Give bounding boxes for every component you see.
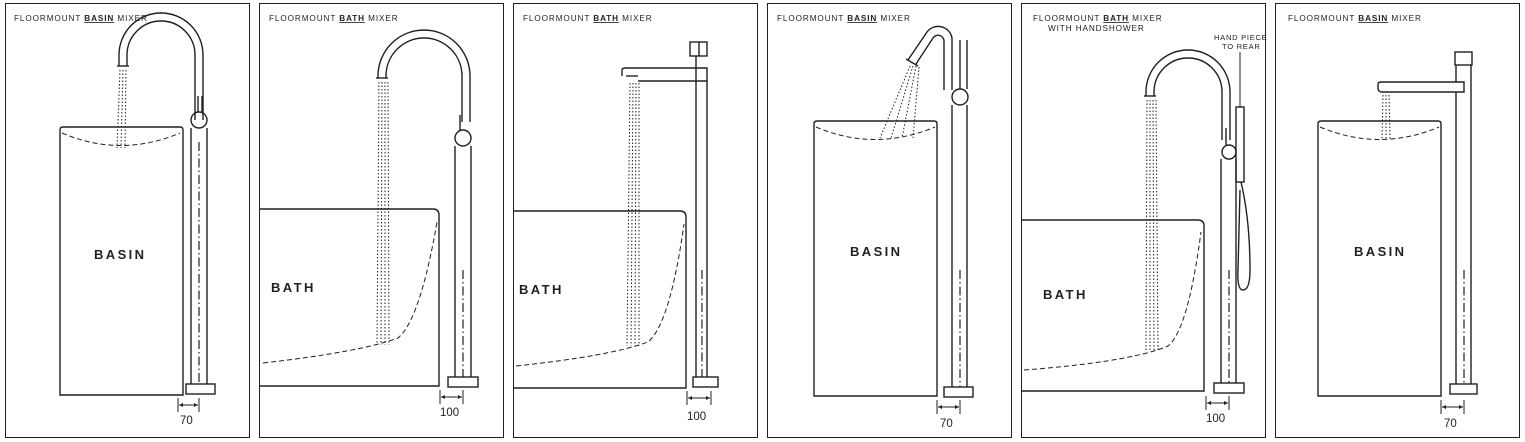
panel-5: FLOORMOUNT BATH MIXER WITH HANDSHOWER HA… bbox=[1021, 3, 1267, 438]
panel-3-bathtub: BATH bbox=[514, 210, 687, 389]
panel-6-water-stream bbox=[1381, 94, 1391, 141]
panel-4-title: FLOORMOUNT BASIN MIXER bbox=[777, 14, 911, 23]
panel-6-title: FLOORMOUNT BASIN MIXER bbox=[1288, 14, 1422, 23]
panel-1-dimension: 70 bbox=[177, 398, 200, 427]
panel-2-frame bbox=[259, 3, 504, 438]
panel-2-mixer bbox=[376, 29, 479, 388]
panel-3-fixture-label: BATH bbox=[519, 282, 564, 297]
panel-2: FLOORMOUNT BATH MIXER BATH bbox=[259, 3, 504, 438]
panel-5-annotation-line-1: HAND PIECE bbox=[1214, 33, 1267, 42]
panel-5-handshower bbox=[1235, 52, 1251, 291]
panel-5-dimension: 100 bbox=[1205, 396, 1230, 425]
panel-1-mixer bbox=[117, 12, 216, 395]
panel-6-basin: BASIN bbox=[1317, 120, 1442, 397]
panel-2-title: FLOORMOUNT BATH MIXER bbox=[269, 14, 399, 23]
panel-4: FLOORMOUNT BASIN MIXER BASIN bbox=[767, 3, 1012, 438]
panel-4-frame bbox=[767, 3, 1012, 438]
panel-3-mixer bbox=[621, 41, 719, 388]
panel-6-dimension: 70 bbox=[1440, 400, 1465, 430]
panel-4-dimension-value: 70 bbox=[940, 418, 953, 430]
panel-5-bathtub: BATH bbox=[1022, 219, 1205, 392]
panel-6-dimension-value: 70 bbox=[1444, 418, 1457, 430]
panel-1-title: FLOORMOUNT BASIN MIXER bbox=[14, 14, 148, 23]
panel-5-title: FLOORMOUNT BATH MIXER bbox=[1033, 14, 1163, 23]
panel-6-fixture-label: BASIN bbox=[1354, 244, 1406, 259]
panel-3-title: FLOORMOUNT BATH MIXER bbox=[523, 14, 653, 23]
panel-6-mixer bbox=[1377, 51, 1478, 395]
panel-5-annotation-line-2: TO REAR bbox=[1222, 42, 1261, 51]
panel-3: FLOORMOUNT BATH MIXER BATH bbox=[513, 3, 758, 438]
panel-1-fixture-label: BASIN bbox=[94, 247, 146, 262]
panel-1-water-stream bbox=[116, 69, 127, 149]
panel-6: FLOORMOUNT BASIN MIXER BASIN 70 bbox=[1275, 3, 1520, 438]
panel-5-water-stream bbox=[1145, 99, 1159, 353]
panel-4-basin: BASIN bbox=[813, 120, 938, 397]
panel-1-basin: BASIN bbox=[59, 126, 184, 396]
panel-2-dimension: 100 bbox=[439, 390, 464, 419]
panel-3-dimension: 100 bbox=[686, 391, 712, 423]
panel-4-water-stream bbox=[879, 65, 920, 139]
panel-1: FLOORMOUNT BASIN MIXER BASIN bbox=[5, 3, 250, 438]
panel-4-dimension: 70 bbox=[936, 400, 961, 430]
panel-5-dimension-value: 100 bbox=[1206, 413, 1225, 425]
panel-4-fixture-label: BASIN bbox=[850, 244, 902, 259]
panel-5-subtitle: WITH HANDSHOWER bbox=[1048, 24, 1145, 33]
panel-1-frame bbox=[5, 3, 250, 438]
panel-6-frame bbox=[1275, 3, 1520, 438]
panel-1-dimension-value: 70 bbox=[180, 415, 193, 427]
panel-5-mixer bbox=[1144, 49, 1245, 394]
panel-2-dimension-value: 100 bbox=[440, 407, 459, 419]
panel-5-fixture-label: BATH bbox=[1043, 287, 1088, 302]
panel-4-mixer bbox=[905, 25, 974, 398]
panel-2-fixture-label: BATH bbox=[271, 280, 316, 295]
panel-3-dimension-value: 100 bbox=[687, 411, 706, 423]
panel-2-bathtub: BATH bbox=[260, 208, 440, 387]
